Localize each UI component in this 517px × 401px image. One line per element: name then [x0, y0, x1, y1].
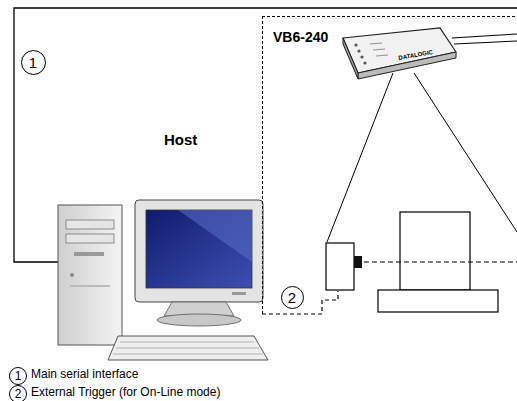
callout-number: 2 [288, 290, 296, 305]
scanner-device [343, 28, 456, 79]
legend-callout-circle: 1 [9, 367, 27, 385]
legend-callout-circle: 2 [9, 385, 27, 401]
legend-text: Main serial interface [31, 368, 138, 382]
callout-number: 2 [15, 388, 22, 400]
scanner-cable [452, 34, 517, 44]
photocell-beam [364, 261, 517, 262]
host-computer [58, 200, 268, 360]
photocell [326, 243, 362, 290]
callout-circle: 2 [281, 286, 304, 309]
legend-text: External Trigger (for On-Line mode) [31, 386, 220, 400]
region-title: VB6-240 [263, 17, 328, 45]
callout-number: 1 [15, 370, 22, 382]
scanner-region: VB6-240 2 [262, 16, 517, 314]
device-label: Host [164, 131, 197, 148]
callout-number: 1 [29, 55, 37, 70]
callout-circle: 1 [21, 50, 46, 75]
